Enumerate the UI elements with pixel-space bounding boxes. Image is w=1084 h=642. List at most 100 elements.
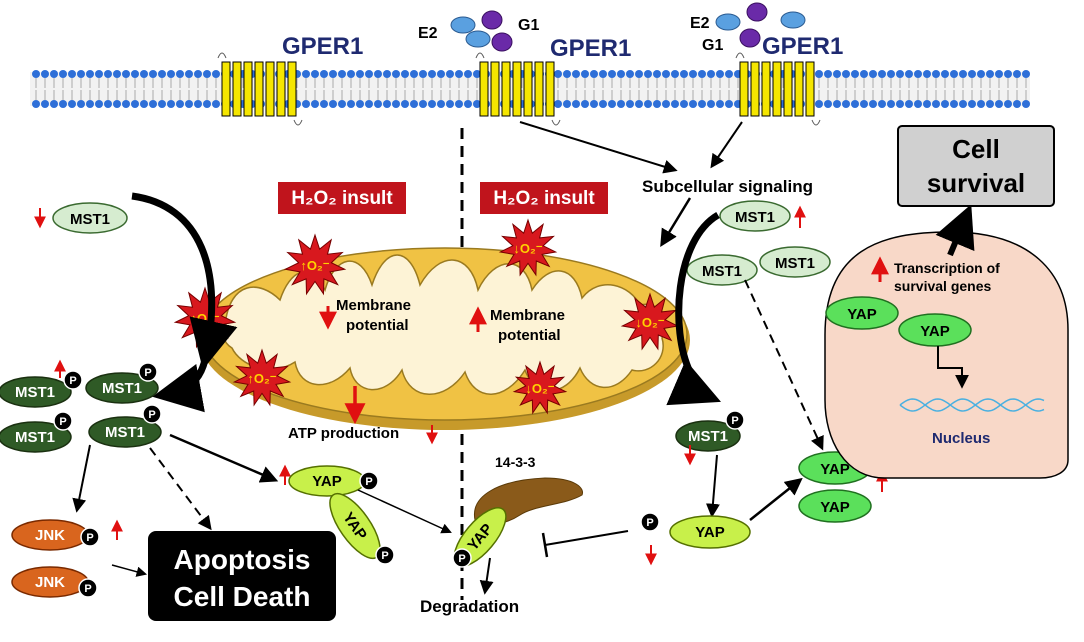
mst1-p-3: MST1: [0, 421, 72, 453]
mst1-p-1: MST1: [0, 376, 72, 408]
arrow-jnk-to-apoptosis: [111, 564, 148, 577]
receptor-helix: [490, 61, 500, 117]
mst1-inactive-right-1: [719, 200, 791, 232]
phospho-badge: P: [359, 471, 379, 491]
receptor-helix: [479, 61, 489, 117]
svg-text:P: P: [365, 476, 372, 488]
yap-p-right: YAP: [669, 515, 751, 549]
h2o2-insult-label-left: H₂O₂ insult: [291, 188, 393, 209]
cell-survival-label-1: Cell: [952, 134, 1000, 164]
mst1-inactive-right-3: [759, 246, 831, 278]
ros-star: [232, 348, 292, 407]
membrane-label-right-2: potential: [498, 327, 561, 344]
cell-survival-label-2: survival: [927, 168, 1025, 198]
degradation-label: Degradation: [420, 597, 519, 616]
receptor-helix: [287, 61, 297, 117]
mst1-inactive-right-1-label: MST1: [735, 209, 775, 226]
arrow-mst1p-to-yap-right: [705, 454, 720, 518]
cell-survival-box: [897, 125, 1055, 207]
yap-nuclear-2-label: YAP: [920, 323, 949, 340]
ros-star: [620, 292, 680, 351]
mst1-p-4: MST1: [88, 416, 162, 448]
svg-text:P: P: [148, 409, 155, 421]
receptor-helix: [232, 61, 242, 117]
mst1-inactive-left: [52, 202, 128, 234]
curved-arrow-right: [666, 211, 722, 406]
svg-text:P: P: [86, 532, 93, 544]
apoptosis-label: Apoptosis: [174, 544, 311, 575]
yap-nuclear-2: [898, 313, 972, 347]
arrow-transcription: [937, 346, 969, 389]
gper1-label-right: GPER1: [762, 33, 843, 60]
arrow-signaling-to-mito: [660, 197, 692, 247]
inhibition-line: [544, 530, 629, 546]
arrow-mst1-to-jnk: [72, 444, 91, 513]
phospho-badge: P: [375, 545, 395, 565]
ros-label: ↑O₂⁻: [190, 311, 219, 326]
svg-text:MST1: MST1: [105, 424, 145, 441]
receptor-helix: [221, 61, 231, 117]
arrow-receptor-right-to-signaling: [710, 121, 743, 169]
jnk-p-2: JNK: [11, 566, 89, 598]
svg-text:JNK: JNK: [35, 574, 65, 591]
svg-text:P: P: [458, 553, 465, 565]
transcription-label-2: survival genes: [894, 278, 991, 294]
receptor-helix: [750, 61, 760, 117]
receptor-helix: [254, 61, 264, 117]
svg-text:JNK: JNK: [35, 527, 65, 544]
receptor-helix: [243, 61, 253, 117]
h2o2-insult-label-right: H₂O₂ insult: [493, 188, 595, 209]
gper1-label-middle: GPER1: [550, 35, 631, 62]
gper1-receptor-middle: [475, 52, 561, 126]
yap-p-2: YAP: [329, 492, 381, 560]
arrow-yap-to-active: [749, 477, 803, 521]
phospho-badge: P: [80, 527, 100, 547]
mitochondrion: [200, 247, 690, 430]
yap-p-1: YAP: [288, 465, 366, 497]
yap-nuclear-1: [825, 296, 899, 330]
receptor-helix: [772, 61, 782, 117]
arrow-mst1-to-yap: [169, 433, 279, 483]
membrane-label-left-2: potential: [346, 317, 409, 334]
yap-active-1-label: YAP: [820, 461, 849, 478]
receptor-helix: [501, 61, 511, 117]
curved-arrow-mst1-activation: [131, 192, 238, 370]
phospho-badge: P: [142, 404, 162, 424]
ros-label: ↑O₂⁻: [300, 258, 329, 273]
yap-active-2-label: YAP: [820, 499, 849, 516]
gper1-label-left: GPER1: [282, 33, 363, 60]
phospho-badge: P: [452, 548, 472, 568]
receptor-helix: [276, 61, 286, 117]
svg-text:MST1: MST1: [102, 380, 142, 397]
h2o2-insult-box-left: [278, 182, 406, 214]
receptor-helix: [512, 61, 522, 117]
ros-star: [283, 233, 347, 296]
g1-label-right: G1: [702, 37, 723, 54]
ros-label: ↓O₂⁻: [513, 241, 542, 256]
phospho-badge: P: [725, 410, 745, 430]
e2-label-middle: E2: [418, 25, 438, 42]
phospho-badge: P: [63, 370, 83, 390]
h2o2-insult-box-right: [480, 182, 608, 214]
ros-star: [512, 360, 568, 415]
e2-label-right: E2: [690, 15, 710, 32]
gper1-receptor-left: [217, 52, 303, 126]
receptor-helix: [739, 61, 749, 117]
svg-text:MST1: MST1: [15, 384, 55, 401]
receptor-helix: [761, 61, 771, 117]
svg-text:MST1: MST1: [688, 428, 728, 445]
arrow-to-degradation: [479, 557, 494, 595]
arrow-yap-to-degradation: [357, 489, 452, 534]
membrane-label-left-1: Membrane: [336, 297, 411, 314]
svg-text:YAP: YAP: [695, 524, 724, 541]
ros-star: [498, 218, 558, 277]
inhibition-bar: [541, 532, 549, 558]
svg-text:P: P: [144, 367, 151, 379]
svg-text:P: P: [731, 415, 738, 427]
